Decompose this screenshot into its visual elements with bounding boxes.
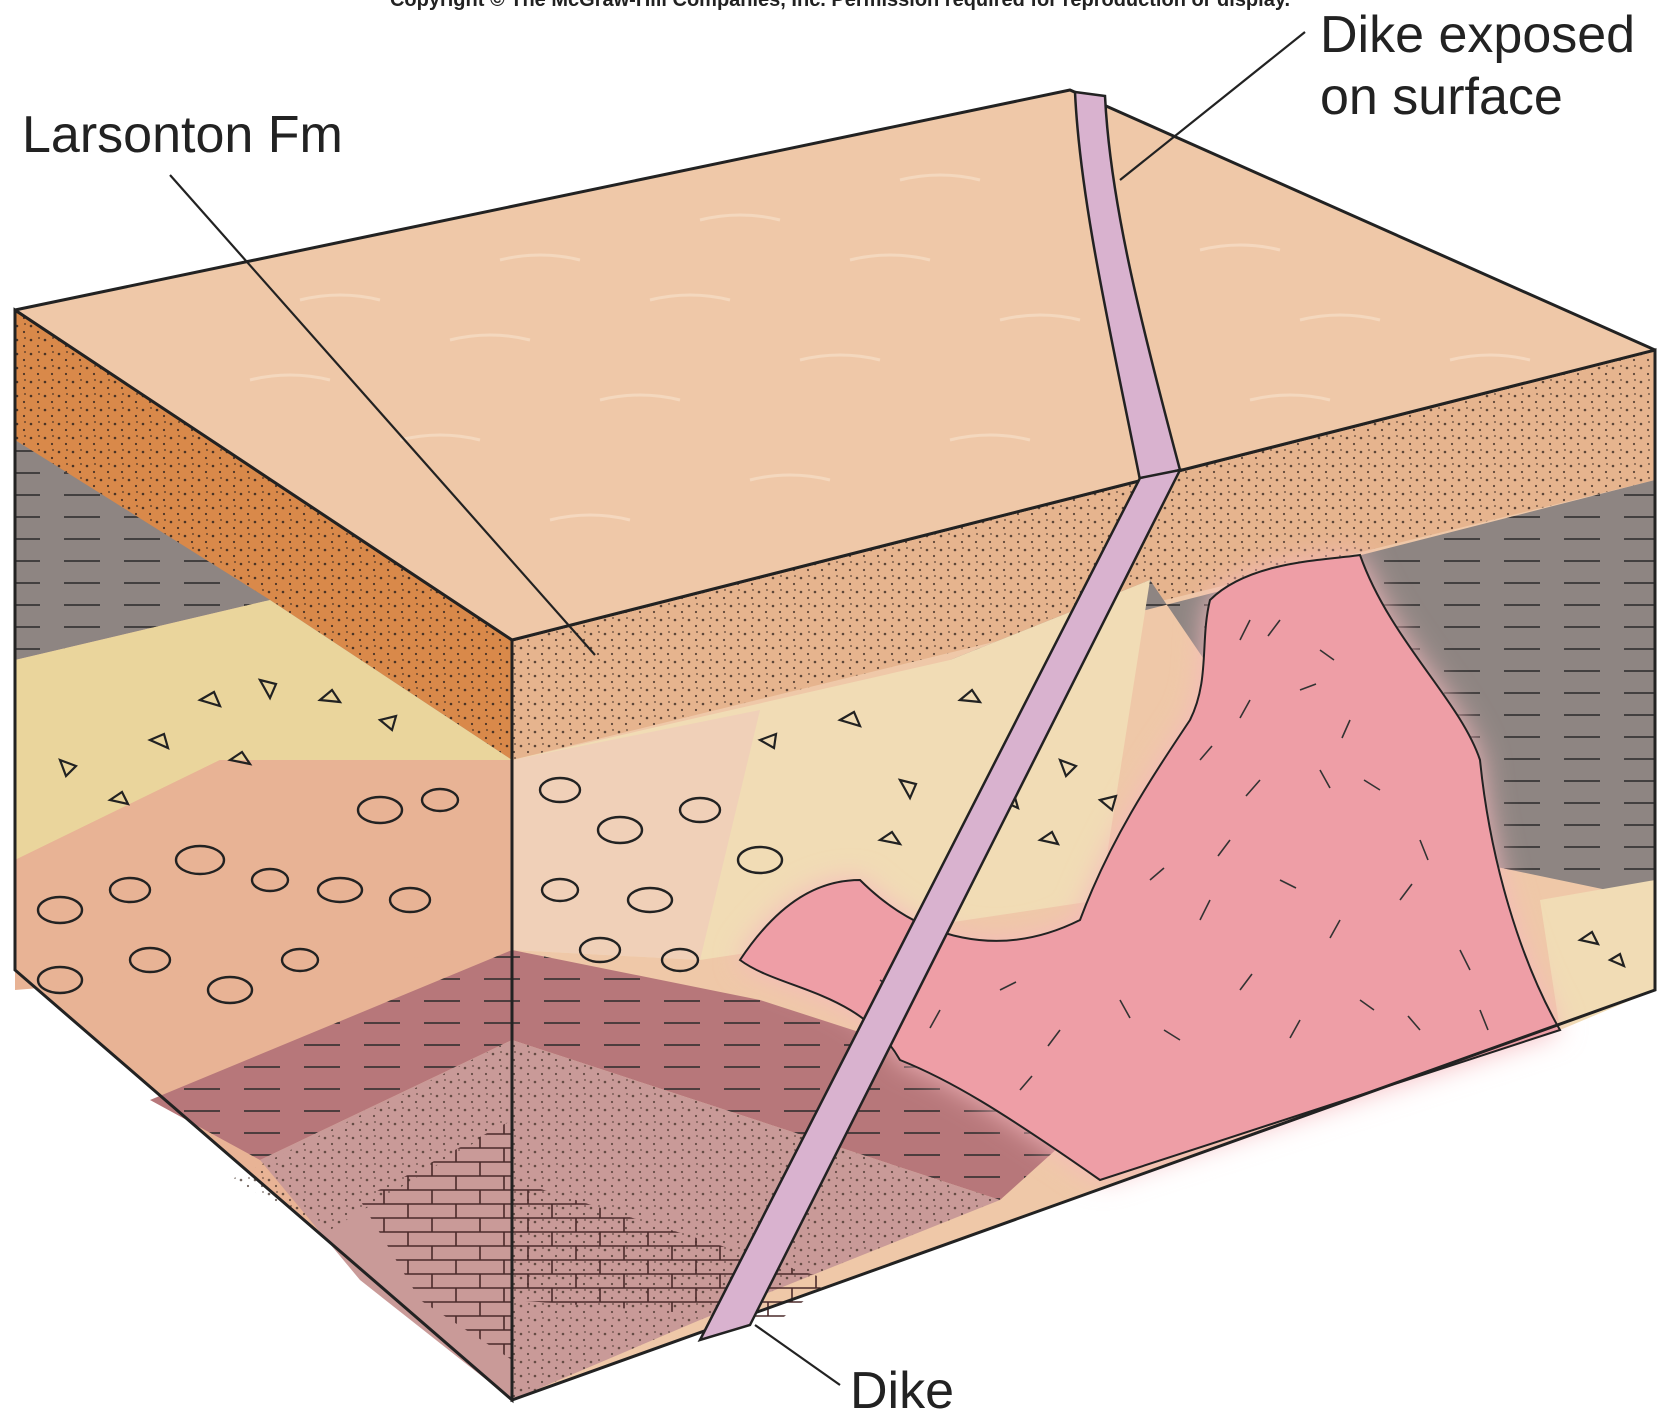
copyright-text: Copyright © The McGraw-Hill Companies, I… [390,0,1290,11]
larsonton-label: Larsonton Fm [22,106,343,164]
dike-exposed-label-line2: on surface [1320,68,1563,126]
dike-exposed-label-line1: Dike exposed [1320,6,1635,64]
dike-label: Dike [850,1362,954,1413]
label-dike: Dike [755,1325,954,1413]
